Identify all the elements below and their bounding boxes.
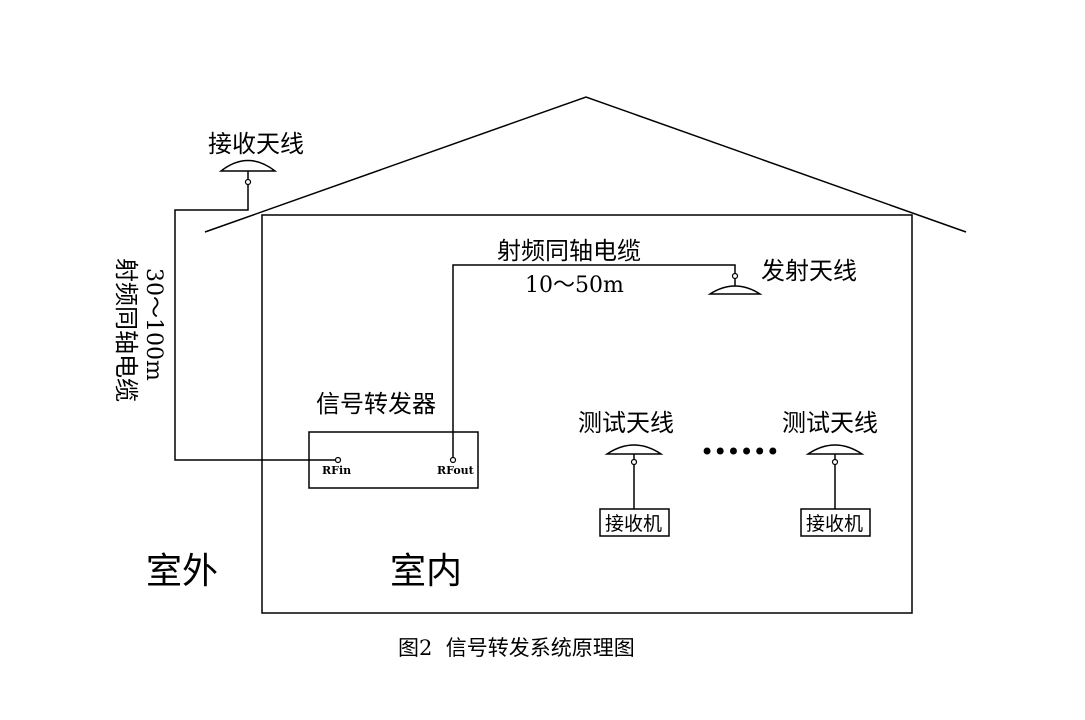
receiver-2-box	[800, 508, 871, 537]
signal-repeater-box	[308, 431, 479, 489]
house-roof	[204, 96, 967, 233]
transmit-antenna-icon	[707, 272, 763, 295]
indoor-coax-cable	[452, 264, 736, 458]
test-antenna-1-icon	[604, 444, 664, 509]
signal-repeater-label: 信号转发器	[316, 390, 436, 418]
test-antenna-1-label: 测试天线	[578, 409, 674, 437]
outdoor-cable-length: 30～100m	[141, 268, 166, 381]
house-walls	[261, 214, 913, 614]
indoor-cable-name: 射频同轴电缆	[497, 237, 641, 265]
rfin-port-label: RFin	[322, 464, 351, 477]
rfout-port	[449, 456, 457, 464]
stations-ellipsis: ••••••	[700, 438, 779, 466]
outdoor-coax-cable	[174, 184, 337, 461]
transmit-antenna-label: 发射天线	[761, 257, 857, 285]
indoor-region-label: 室内	[390, 551, 462, 592]
receiver-1-box	[599, 508, 670, 537]
receiver-2-label: 接收机	[806, 513, 863, 535]
receiver-1-label: 接收机	[605, 513, 662, 535]
receive-antenna-icon	[218, 159, 278, 186]
outdoor-cable-name: 射频同轴电缆	[112, 258, 140, 402]
receive-antenna-label: 接收天线	[208, 130, 304, 158]
test-antenna-2-icon	[805, 444, 865, 509]
rfin-port	[334, 456, 342, 464]
outdoor-region-label: 室外	[146, 551, 218, 592]
test-antenna-2-label: 测试天线	[782, 409, 878, 437]
outdoor-cable-vertical-label: 射频同轴电缆 30～100m	[112, 258, 166, 402]
rfout-port-label: RFout	[437, 464, 475, 477]
figure-caption: 图2 信号转发系统原理图	[398, 636, 635, 660]
indoor-cable-length: 10～50m	[525, 273, 624, 298]
